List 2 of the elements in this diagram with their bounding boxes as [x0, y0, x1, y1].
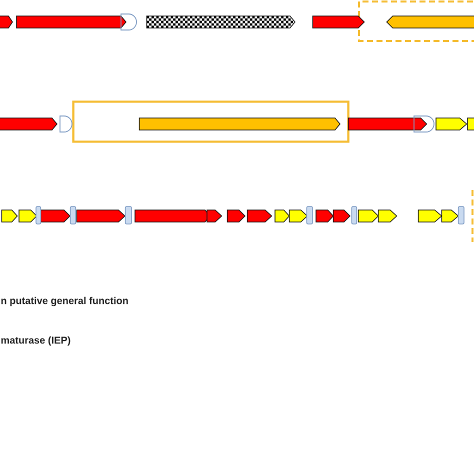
- annotation-text: n putative general function: [1, 296, 128, 306]
- annotation-text: maturase (IEP): [1, 336, 70, 346]
